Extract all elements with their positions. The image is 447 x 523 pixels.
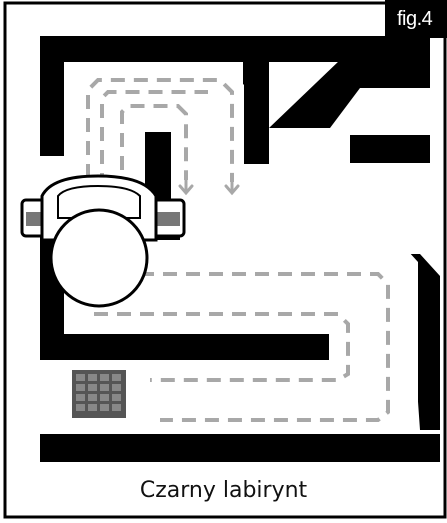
maze-wall-bottom	[40, 434, 440, 462]
maze-wall-top	[40, 36, 430, 62]
maze-wall-lower-inner	[64, 334, 329, 360]
maze-wall-right-bar	[350, 135, 430, 163]
start-grid-icon	[72, 370, 126, 418]
maze-wall-upper-column	[243, 36, 269, 164]
maze-wall-left-upper	[40, 36, 64, 156]
maze-wall-diagonal	[269, 60, 430, 128]
figure-caption: Czarny labirynt	[0, 478, 447, 503]
figure-label: fig.4	[385, 0, 447, 38]
